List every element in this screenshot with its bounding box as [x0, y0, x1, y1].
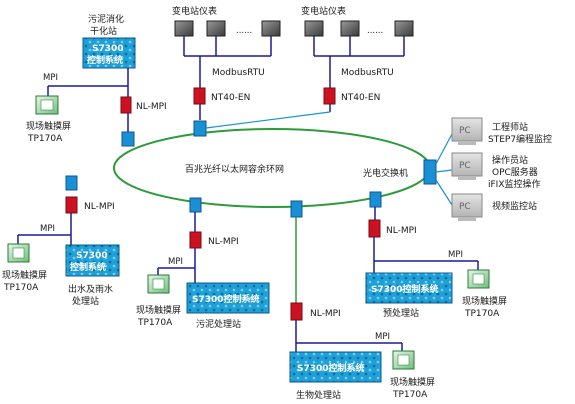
switch-ring-node[interactable] [369, 191, 382, 208]
hmi-left-top[interactable] [35, 95, 59, 115]
substation-right-bus-label: ModbusRTU [341, 68, 394, 78]
pc-video[interactable]: PC [451, 193, 483, 221]
pc-engineer-line2: STEP7编程监控 [488, 133, 552, 145]
pc-link-2 [435, 169, 453, 173]
substation-left-gateway[interactable] [193, 87, 206, 105]
left-bottom-station-line2: 处理站 [72, 295, 99, 307]
pc-engineer-icon-text: PC [459, 126, 471, 136]
left-bottom-nlmpi-adapter[interactable] [65, 196, 78, 214]
pc-link-1 [435, 133, 453, 165]
pc-operator-line2: OPC服务器 [492, 166, 538, 178]
pre-hmi-line2: TP170A [464, 309, 500, 319]
pc-link-3 [435, 179, 453, 206]
sludge-hmi-line1: 现场触摸屏 [136, 304, 181, 316]
substation-left-bus-label: ModbusRTU [212, 68, 265, 78]
pre-nlmpi-label: NL-MPI [386, 226, 417, 236]
left-top-nlmpi-adapter[interactable] [120, 96, 132, 114]
sludge-plc[interactable]: S7300控制系统 [186, 282, 270, 314]
bio-mpi-label: MPI [375, 332, 390, 342]
pre-mpi-label: MPI [448, 250, 463, 260]
meter-r2[interactable] [340, 20, 360, 37]
hmi-left-bottom[interactable] [7, 243, 30, 263]
left-bottom-mpi-label: MPI [40, 224, 55, 234]
pre-hmi-line1: 现场触摸屏 [462, 295, 507, 307]
pre-nlmpi-adapter[interactable] [368, 219, 381, 238]
bio-nlmpi-adapter[interactable] [290, 302, 303, 321]
ring-label: 百兆光纤以太网容余环网 [185, 163, 284, 175]
substation-left-ring-node[interactable] [193, 120, 207, 137]
bio-station-label: 生物处理站 [296, 389, 341, 401]
pc-engineer-line1: 工程师站 [492, 121, 528, 133]
left-top-mpi-label: MPI [43, 73, 58, 83]
substation-left-gateway-label: NT40-EN [211, 93, 250, 103]
pc-video-icon-text: PC [459, 202, 471, 212]
meter-l2[interactable] [206, 20, 226, 37]
left-bottom-station-line1: 出水及雨水 [68, 283, 113, 295]
pc-operator-line1: 操作员站 [492, 154, 528, 166]
left-top-ring-node[interactable] [121, 131, 135, 147]
meter-r3[interactable] [394, 20, 414, 37]
pc-operator-icon-text: PC [459, 161, 471, 171]
bio-plc-label: S7300控制系统 [297, 362, 365, 374]
left-top-hmi-line1: 现场触摸屏 [26, 120, 71, 132]
sludge-nlmpi-adapter[interactable] [189, 231, 202, 249]
left-bottom-nlmpi-label: NL-MPI [84, 202, 115, 212]
meter-r1[interactable] [304, 20, 324, 37]
left-bottom-plc[interactable]: S7300 控制系统 [65, 244, 120, 277]
left-bottom-ring-node[interactable] [65, 175, 78, 191]
pre-station-label: 预处理站 [383, 307, 419, 319]
substation-right-title: 变电站仪表 [301, 5, 346, 17]
substation-left-dots: ...... [236, 26, 252, 36]
sludge-hmi-line2: TP170A [137, 318, 173, 328]
sludge-dry-title-line1: 污泥消化 [88, 13, 124, 25]
substation-left-title: 变电站仪表 [172, 5, 217, 17]
sludge-dry-plc[interactable]: S7300 控制系统 [82, 37, 136, 69]
sludge-station-label: 污泥处理站 [196, 318, 241, 330]
left-bottom-hmi-line2: TP170A [3, 283, 39, 293]
switch-label: 光电交换机 [363, 167, 408, 179]
switch-node[interactable] [423, 159, 437, 185]
bio-nlmpi-label: NL-MPI [310, 309, 341, 319]
bio-ring-node[interactable] [290, 200, 303, 218]
sludge-mpi-label: MPI [168, 257, 183, 267]
pre-plc[interactable]: S7300控制系统 [365, 272, 453, 304]
hmi-bio[interactable] [392, 350, 415, 370]
pc-engineer[interactable]: PC [451, 117, 483, 145]
sludge-plc-label: S7300控制系统 [192, 293, 260, 305]
meter-l3[interactable] [261, 20, 281, 37]
left-bottom-plc-line1: S7300 [76, 251, 108, 261]
bio-hmi-line1: 现场触摸屏 [390, 376, 435, 388]
substation-right-dots: ...... [367, 26, 383, 36]
hmi-sludge[interactable] [147, 274, 170, 294]
bio-plc[interactable]: S7300控制系统 [289, 351, 382, 383]
hmi-pre[interactable] [467, 269, 490, 289]
left-bottom-plc-line2: 控制系统 [70, 261, 106, 273]
sludge-nlmpi-label: NL-MPI [208, 237, 239, 247]
substation-right-gateway-label: NT40-EN [341, 93, 380, 103]
pre-plc-label: S7300控制系统 [371, 283, 439, 295]
left-bottom-hmi-line1: 现场触摸屏 [2, 269, 47, 281]
pc-operator[interactable]: PC [451, 152, 483, 180]
sludge-dry-plc-line2: 控制系统 [87, 54, 123, 66]
sludge-dry-plc-line1: S7300 [92, 44, 124, 54]
sludge-dry-title-line2: 干化站 [90, 25, 117, 37]
meter-l1[interactable] [174, 20, 194, 37]
sludge-ring-node[interactable] [189, 197, 202, 213]
pc-operator-line3: iFIX监控操作 [488, 178, 541, 190]
pc-video-line1: 视频监控站 [492, 200, 537, 212]
bio-hmi-line2: TP170A [392, 390, 428, 400]
left-top-hmi-line2: TP170A [27, 134, 63, 144]
substation-right-fiber [205, 111, 331, 129]
left-top-nlmpi-label: NL-MPI [136, 102, 167, 112]
substation-right-gateway[interactable] [323, 87, 336, 105]
